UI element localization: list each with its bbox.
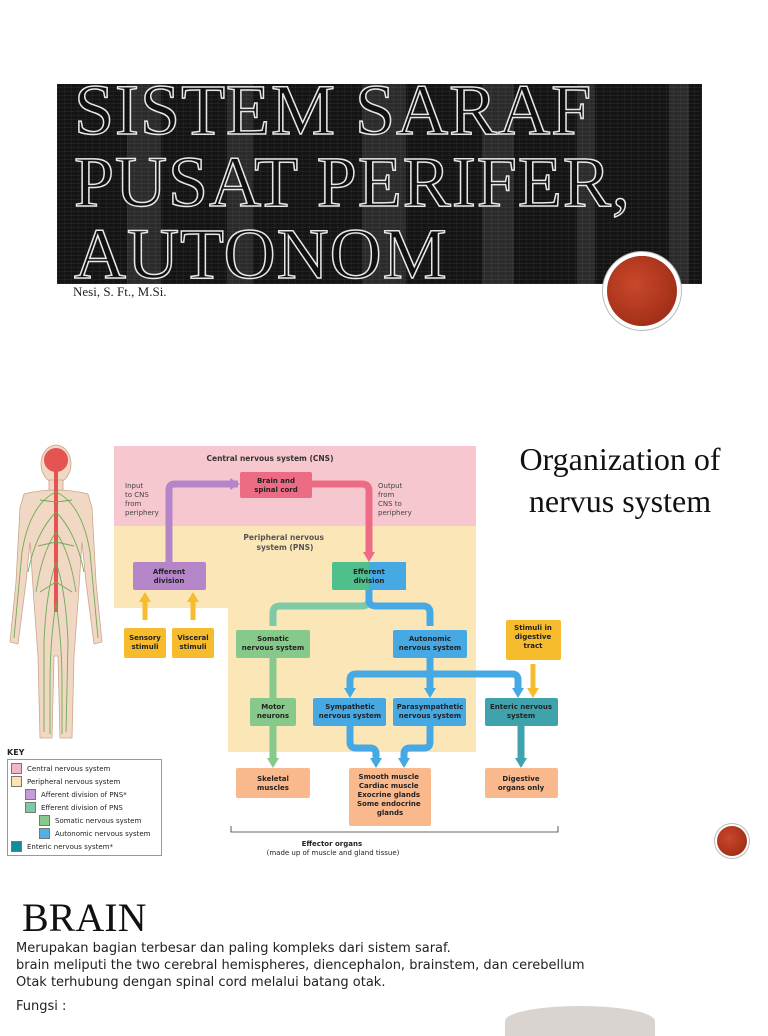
- key-item: Central nervous system: [11, 762, 158, 775]
- digestive-stimuli-box: [506, 620, 561, 660]
- decorative-circle: [717, 826, 747, 856]
- key-swatch: [39, 828, 50, 839]
- key-item: Peripheral nervous system: [11, 775, 158, 788]
- title-line-3: AUTONOM: [73, 214, 448, 294]
- key-item: Enteric nervous system*: [11, 840, 158, 853]
- digestive-organs-box: [485, 768, 558, 798]
- brain-line-3: Otak terhubung dengan spinal cord melalu…: [16, 975, 386, 990]
- output-label: Output from CNS to periphery: [378, 482, 412, 517]
- visceral-stimuli-box: [172, 628, 214, 658]
- key-swatch: [39, 815, 50, 826]
- key-label: Autonomic nervous system: [55, 829, 151, 838]
- smooth-muscle-box: [349, 768, 431, 826]
- brain-line-1: Merupakan bagian terbesar dan paling kom…: [16, 941, 451, 956]
- parasympathetic-system-box: [393, 698, 466, 726]
- key-swatch: [11, 763, 22, 774]
- skeletal-muscles-box: [236, 768, 310, 798]
- sympathetic-system-box: [313, 698, 386, 726]
- motor-neurons-box: [250, 698, 296, 726]
- key-swatch: [25, 802, 36, 813]
- svg-text:Smooth muscle Cardiac mu: Smooth muscle Cardiac muscle Exocrine gl…: [357, 773, 423, 817]
- input-label: Input to CNS from periphery: [125, 482, 159, 517]
- slide-title-line-2: nervus system: [528, 483, 712, 519]
- organization-slide: Central nervous system (CNS) Input to CN…: [0, 430, 768, 870]
- autonomic-system-box: [393, 630, 467, 658]
- slide-title: Organization of nervus system: [500, 438, 740, 522]
- title-line-2: PUSAT PERIFER,: [73, 142, 631, 222]
- afferent-division-box: [133, 562, 206, 590]
- key-item: Autonomic nervous system: [11, 827, 158, 840]
- key-label: Efferent division of PNS: [41, 803, 123, 812]
- effector-label: Effector organs (made up of muscle and g…: [267, 840, 400, 857]
- title-banner: [57, 84, 702, 284]
- slide-title-line-1: Organization of: [519, 441, 721, 477]
- key-label: Central nervous system: [27, 764, 111, 773]
- key-label: Peripheral nervous system: [27, 777, 121, 786]
- title-slide: SISTEM SARAF PUSAT PERIFER, AUTONOM Nesi…: [0, 0, 768, 330]
- key-swatch: [11, 841, 22, 852]
- brain-description: Merupakan bagian terbesar dan paling kom…: [16, 940, 585, 1015]
- decorative-circle: [607, 256, 677, 326]
- effector-bracket: [230, 826, 559, 833]
- fungsi-label: Fungsi :: [16, 999, 67, 1014]
- sensory-stimuli-box: [124, 628, 166, 658]
- key-swatch: [25, 789, 36, 800]
- somatic-system-box: [236, 630, 310, 658]
- cns-header: Central nervous system (CNS): [207, 454, 334, 463]
- nervous-system-body-image: [9, 444, 103, 739]
- title-line-1: SISTEM SARAF: [73, 70, 593, 150]
- key-swatch: [11, 776, 22, 787]
- brain-line-2: brain meliputi the two cerebral hemisphe…: [16, 958, 585, 973]
- key-label: Afferent division of PNS*: [41, 790, 127, 799]
- key-title: KEY: [7, 748, 25, 757]
- key-item: Efferent division of PNS: [11, 801, 158, 814]
- key-label: Somatic nervous system: [55, 816, 142, 825]
- nervous-system-flowchart: Central nervous system (CNS) Input to CN…: [114, 446, 561, 857]
- presentation-title: SISTEM SARAF PUSAT PERIFER, AUTONOM: [73, 73, 694, 291]
- key-item: Afferent division of PNS*: [11, 788, 158, 801]
- author-name: Nesi, S. Ft., M.Si.: [73, 284, 167, 299]
- brain-heading: BRAIN: [22, 895, 147, 940]
- pns-header: Peripheral nervous system (PNS): [243, 533, 326, 552]
- brain-slide: BRAIN Merupakan bagian terbesar dan pali…: [0, 880, 768, 1036]
- brain-spinal-cord-box: [240, 472, 312, 498]
- key-item: Somatic nervous system: [11, 814, 158, 827]
- enteric-system-box: [485, 698, 558, 726]
- brain-image: [505, 1006, 655, 1036]
- key-label: Enteric nervous system*: [27, 842, 113, 851]
